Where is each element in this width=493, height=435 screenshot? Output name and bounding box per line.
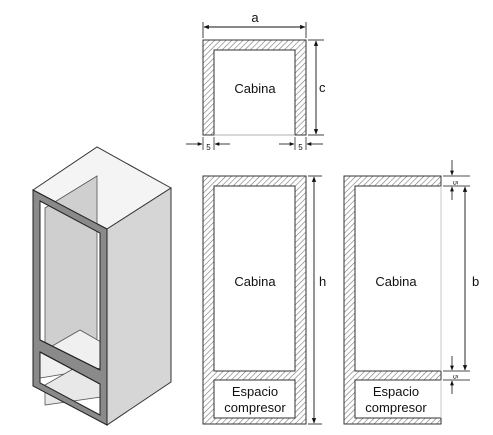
compressor-right-line2: compresor (365, 400, 427, 415)
wall-left-label: 5 (206, 143, 211, 152)
compressor-middle-line1: Espacio (232, 384, 278, 399)
compressor-middle-line2: compresor (224, 400, 286, 415)
cabina-top-label: Cabina (234, 81, 276, 96)
dim-c-label: c (319, 80, 326, 95)
middle-section: Cabina Espacio compresor h (202, 175, 326, 425)
compressor-right-line1: Espacio (373, 384, 419, 399)
cabina-middle-label: Cabina (234, 274, 276, 289)
wall-right-label: 5 (298, 143, 303, 152)
top-section: Cabina a c 5 5 (186, 10, 326, 152)
top-section-walls (202, 39, 307, 136)
right-section: Cabina Espacio compresor 5 5 b (343, 160, 479, 425)
wall-top-label: 5 (451, 181, 458, 185)
isometric-cabinet (32, 146, 172, 426)
wall-bottom-label: 5 (451, 375, 458, 379)
cabinet-side-face (106, 187, 172, 426)
dim-a-label: a (251, 10, 259, 25)
cabina-right-label: Cabina (375, 274, 417, 289)
middle-section-walls (202, 175, 307, 425)
dim-b-label: b (472, 274, 479, 289)
dim-h-label: h (319, 274, 326, 289)
